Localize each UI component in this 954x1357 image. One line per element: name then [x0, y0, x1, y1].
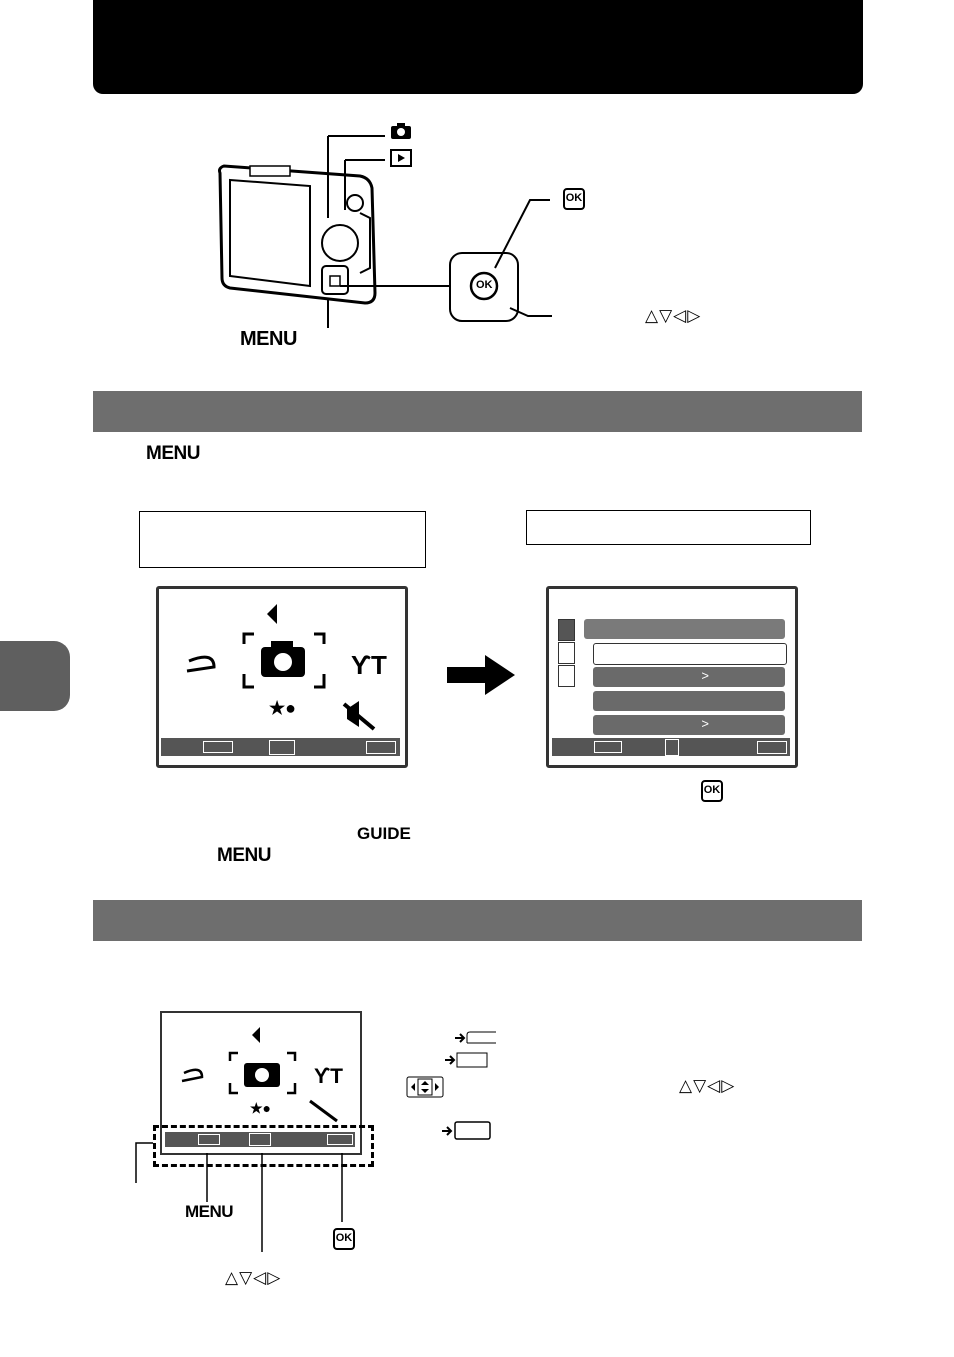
ok-key-glyph-3	[327, 1134, 353, 1145]
playback-icon	[390, 149, 412, 167]
section-bar-2	[93, 900, 862, 941]
caption-box-right	[526, 510, 811, 545]
svg-text:★●: ★●	[250, 1100, 271, 1116]
menu-label-section1-b: MENU	[217, 845, 271, 866]
tab-1	[558, 619, 575, 641]
legend-menu-key-2	[445, 1052, 489, 1068]
top-menu-screen: ϒT ★●	[156, 586, 408, 768]
submenu-bottom-bar	[552, 738, 790, 756]
arrow-keys-label: △▽◁▷	[645, 306, 702, 325]
legend-dpad-key	[406, 1076, 444, 1098]
arrow-keys-label-section2: △▽◁▷	[225, 1268, 282, 1287]
menu-button-label: MENU	[240, 328, 297, 350]
tab-2	[558, 642, 575, 664]
legend-ok-key	[442, 1121, 492, 1141]
menu-row-5: >	[593, 715, 785, 735]
menu-row-3: >	[593, 667, 785, 687]
shooting-mode-camera-icon	[390, 122, 412, 140]
menu-key-glyph-2	[594, 741, 622, 753]
legend-menu-key-1	[455, 1031, 497, 1045]
row-arrow-2: >	[701, 716, 709, 731]
menu-row-2	[593, 643, 787, 665]
menu-key-glyph-3	[198, 1134, 220, 1145]
ok-button-icon: OK	[563, 188, 585, 210]
guide-label: GUIDE	[357, 824, 411, 843]
updown-glyph	[665, 739, 679, 756]
menu-row-4	[593, 691, 785, 711]
guide-screen-icons: ϒT ★●	[181, 1027, 343, 1123]
tab-3	[558, 665, 575, 687]
dpad-glyph-2	[249, 1133, 271, 1146]
top-menu-bottom-bar	[161, 738, 400, 756]
menu-row-1	[584, 619, 785, 639]
chapter-tab	[0, 641, 70, 711]
caption-box-left	[139, 511, 426, 568]
ok-icon-section1: OK	[701, 780, 723, 802]
svg-text:ϒT: ϒT	[314, 1065, 343, 1088]
svg-text:★●: ★●	[269, 698, 296, 718]
menu-key-glyph	[203, 741, 233, 753]
legend-arrow-keys: △▽◁▷	[679, 1076, 736, 1095]
page-header-bar	[93, 0, 863, 94]
section-bar-1	[93, 391, 862, 432]
dpad-ok-label: OK	[476, 279, 493, 291]
ok-key-glyph	[366, 741, 396, 754]
svg-text:ϒT: ϒT	[351, 650, 387, 680]
right-arrow-icon	[447, 655, 515, 695]
ok-icon-section2: OK	[333, 1228, 355, 1250]
menu-label-section1: MENU	[146, 443, 200, 464]
menu-label-section2: MENU	[185, 1202, 234, 1221]
camera-drawing	[218, 135, 552, 328]
operation-guide-screen: ϒT ★●	[160, 1011, 362, 1155]
guide-bottom-bar	[165, 1132, 355, 1147]
top-menu-icons: ϒT ★●	[186, 604, 387, 731]
row-arrow-1: >	[701, 668, 709, 683]
dpad-glyph	[269, 740, 295, 755]
submenu-screen: > >	[546, 586, 798, 768]
ok-key-glyph-2	[757, 741, 787, 754]
camera-illustration	[210, 118, 630, 358]
operation-guide-highlight	[153, 1125, 374, 1167]
